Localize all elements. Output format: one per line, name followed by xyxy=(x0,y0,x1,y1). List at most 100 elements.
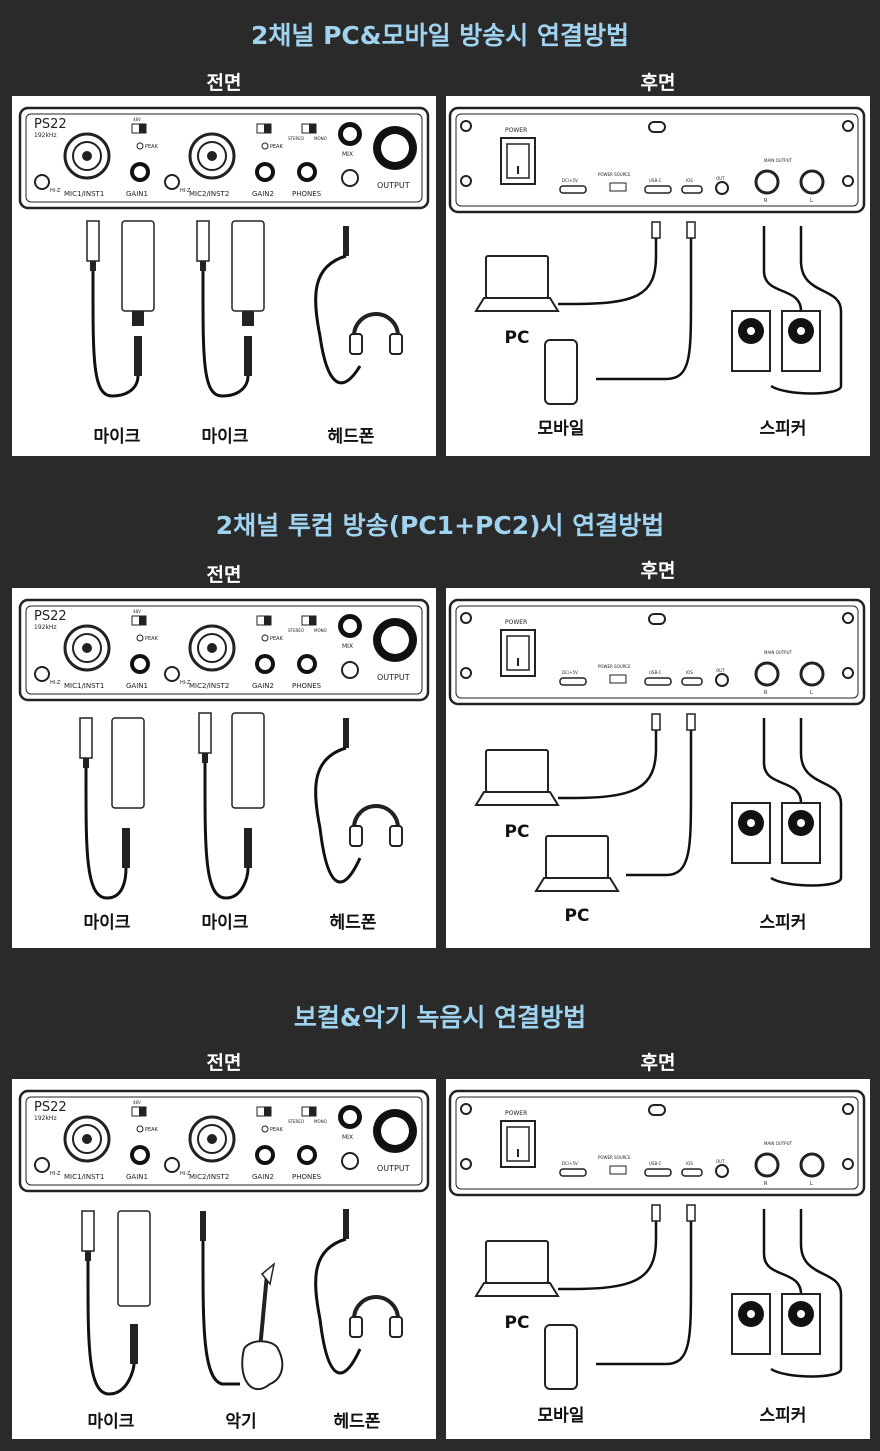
svg-text:48V: 48V xyxy=(133,117,141,122)
speaker-icon xyxy=(731,1209,843,1378)
svg-text:HI-Z: HI-Z xyxy=(180,1171,191,1177)
svg-text:R: R xyxy=(764,690,768,696)
microphone-icon xyxy=(81,1210,151,1396)
section-3-front-label: 전면 xyxy=(206,1052,242,1074)
svg-text:IOS: IOS xyxy=(686,670,693,675)
svg-text:MIC2/INST2: MIC2/INST2 xyxy=(189,1173,229,1181)
model-label: PS22 xyxy=(34,117,67,132)
svg-text:MIC1/INST1: MIC1/INST1 xyxy=(64,682,104,690)
svg-text:HI-Z: HI-Z xyxy=(50,680,61,686)
svg-text:IOS: IOS xyxy=(686,178,693,183)
section-2-front-panel: PS22 192kHz HI-Z MIC1/INST1 GAIN1 48V PE… xyxy=(12,588,436,948)
svg-text:GAIN1: GAIN1 xyxy=(126,682,148,690)
svg-text:MIC1/INST1: MIC1/INST1 xyxy=(64,1173,104,1181)
svg-text:MONO: MONO xyxy=(314,628,327,633)
svg-text:HI-Z: HI-Z xyxy=(180,188,191,194)
device-label: 모바일 xyxy=(537,419,585,439)
svg-text:MONO: MONO xyxy=(314,1119,327,1124)
svg-text:OUTPUT: OUTPUT xyxy=(377,673,410,682)
front-interface-diagram: PS22 192kHz HI-Z MIC1/INST1 GAIN1 48V PE… xyxy=(18,106,430,398)
svg-text:PHONES: PHONES xyxy=(292,1173,322,1181)
svg-text:STEREO: STEREO xyxy=(288,628,304,633)
device-label: 마이크 xyxy=(87,1412,135,1432)
laptop-icon xyxy=(534,713,696,892)
svg-text:GAIN2: GAIN2 xyxy=(252,1173,274,1181)
svg-text:192kHz: 192kHz xyxy=(34,624,57,631)
svg-text:PEAK: PEAK xyxy=(145,144,159,150)
section-1-title: 2채널 PC&모바일 방송시 연결방법 xyxy=(251,21,629,50)
svg-text:MAIN OUTPUT: MAIN OUTPUT xyxy=(764,1141,792,1146)
svg-text:MIX: MIX xyxy=(342,643,353,650)
rear-interface-diagram: POWER DC/+5V POWER SOURCE USB-C IOS OUT … xyxy=(448,598,866,892)
device-label: 스피커 xyxy=(759,913,807,933)
svg-text:MAIN OUTPUT: MAIN OUTPUT xyxy=(764,650,792,655)
device-label: 헤드폰 xyxy=(329,913,377,933)
svg-text:POWER SOURCE: POWER SOURCE xyxy=(598,1155,631,1160)
section-1-front-label: 전면 xyxy=(206,72,242,94)
svg-text:DC/+5V: DC/+5V xyxy=(562,178,578,183)
device-label: PC xyxy=(504,822,530,842)
microphone-icon xyxy=(86,220,155,398)
svg-text:HI-Z: HI-Z xyxy=(50,188,61,194)
audio-interface-rear: POWER DC/+5V POWER SOURCE USB-C IOS OUT … xyxy=(448,1089,866,1197)
svg-text:192kHz: 192kHz xyxy=(34,1115,57,1122)
device-label: 헤드폰 xyxy=(333,1412,381,1432)
smartphone-icon xyxy=(544,221,696,405)
front-interface-diagram: PS22 192kHz HI-Z MIC1/INST1 GAIN1 48V PE… xyxy=(18,598,430,900)
svg-text:POWER: POWER xyxy=(505,127,527,134)
headphones-icon xyxy=(314,1209,403,1375)
svg-text:PEAK: PEAK xyxy=(145,1127,159,1133)
svg-text:HI-Z: HI-Z xyxy=(180,680,191,686)
device-label: 악기 xyxy=(225,1412,257,1432)
svg-text:USB-C: USB-C xyxy=(649,670,662,675)
svg-text:HI-Z: HI-Z xyxy=(50,1171,61,1177)
device-label: 마이크 xyxy=(201,427,249,447)
section-2-title: 2채널 투컴 방송(PC1+PC2)시 연결방법 xyxy=(215,511,665,540)
svg-text:DC/+5V: DC/+5V xyxy=(562,1161,578,1166)
section-3-front-panel: PS22 192kHz HI-Z MIC1/INST1 GAIN1 48V PE… xyxy=(12,1079,436,1439)
svg-text:PEAK: PEAK xyxy=(270,1127,284,1133)
svg-text:USB-C: USB-C xyxy=(649,1161,662,1166)
device-label: 모바일 xyxy=(537,1406,585,1426)
section-2-front-label: 전면 xyxy=(206,564,242,586)
svg-text:MIC2/INST2: MIC2/INST2 xyxy=(189,682,229,690)
laptop-icon xyxy=(474,221,661,312)
svg-text:OUT: OUT xyxy=(716,668,725,673)
headphones-icon xyxy=(314,718,403,884)
svg-text:POWER SOURCE: POWER SOURCE xyxy=(598,664,631,669)
svg-text:POWER: POWER xyxy=(505,619,527,626)
microphone-icon xyxy=(79,717,145,900)
device-label: PC xyxy=(504,1313,530,1333)
sample-rate-label: 192kHz xyxy=(34,132,57,139)
rear-interface-diagram: POWER DC/+5V POWER SOURCE USB-C IOS OUT … xyxy=(448,106,866,405)
svg-text:STEREO: STEREO xyxy=(288,136,304,141)
svg-text:GAIN1: GAIN1 xyxy=(126,1173,148,1181)
device-label: 마이크 xyxy=(93,427,141,447)
audio-interface-rear: POWER DC/+5V POWER SOURCE USB-C IOS OUT … xyxy=(448,106,866,214)
smartphone-icon xyxy=(544,1204,696,1390)
laptop-icon xyxy=(474,1204,661,1297)
svg-text:PS22: PS22 xyxy=(34,1100,67,1115)
svg-text:R: R xyxy=(764,198,768,204)
audio-interface-front: PS22 192kHz HI-Z MIC1/INST1 GAIN1 48V PE… xyxy=(18,1089,430,1193)
svg-text:L: L xyxy=(810,198,813,204)
svg-text:OUT: OUT xyxy=(716,176,725,181)
speaker-icon xyxy=(731,226,843,395)
svg-text:MIX: MIX xyxy=(342,151,353,158)
svg-text:GAIN2: GAIN2 xyxy=(252,682,274,690)
svg-text:L: L xyxy=(810,1181,813,1187)
svg-text:OUTPUT: OUTPUT xyxy=(377,181,410,190)
svg-text:MIC1/INST1: MIC1/INST1 xyxy=(64,190,104,198)
svg-text:R: R xyxy=(764,1181,768,1187)
audio-interface-front: PS22 192kHz HI-Z MIC1/INST1 GAIN1 48V PE… xyxy=(18,106,430,210)
device-label: 스피커 xyxy=(759,1406,807,1426)
svg-text:OUTPUT: OUTPUT xyxy=(377,1164,410,1173)
section-3-rear-label: 후면 xyxy=(640,1052,676,1074)
svg-text:USB-C: USB-C xyxy=(649,178,662,183)
speaker-icon xyxy=(731,718,843,887)
svg-text:MONO: MONO xyxy=(314,136,327,141)
section-1-rear-label: 후면 xyxy=(640,72,676,94)
section-3-rear-panel: POWER DC/+5V POWER SOURCE USB-C IOS OUT … xyxy=(446,1079,870,1439)
svg-text:POWER: POWER xyxy=(505,1110,527,1117)
section-2-rear-panel: POWER DC/+5V POWER SOURCE USB-C IOS OUT … xyxy=(446,588,870,948)
